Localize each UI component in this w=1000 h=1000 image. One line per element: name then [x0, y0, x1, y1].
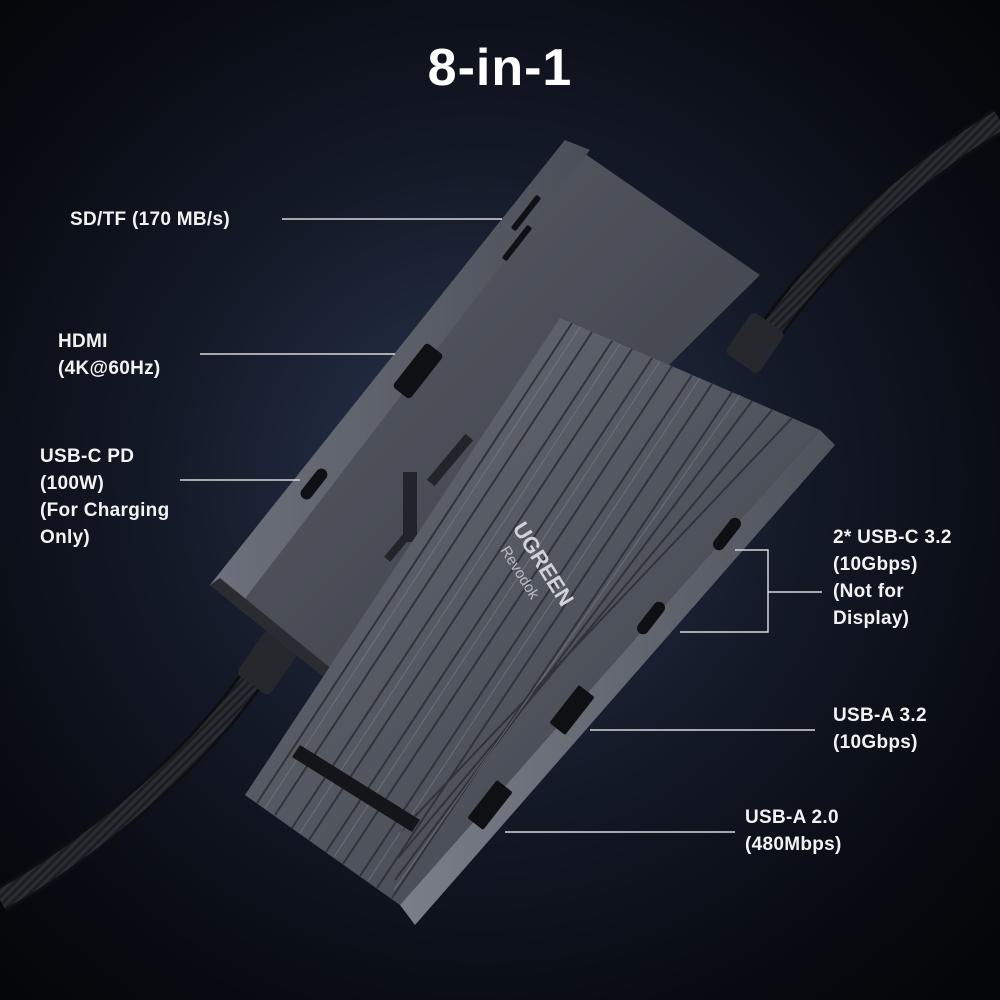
sd-slot [511, 195, 541, 231]
page-title: 8-in-1 [427, 39, 573, 97]
label-sd-tf: SD/TF (170 MB/s) [70, 206, 230, 233]
label-usb-c-32-line-4: Display) [833, 608, 910, 629]
callout-bracket-usb-c-32 [680, 549, 769, 633]
usb-c-pd-port [300, 468, 328, 500]
usb-c-32-port-2 [636, 601, 666, 635]
label-usb-c-pd-line-1: USB-C PD [40, 446, 135, 467]
cable-lower [0, 630, 298, 912]
cable-slot [292, 745, 420, 832]
callout-lines [180, 218, 822, 833]
usb-a-20-port [468, 780, 512, 830]
hub-back [210, 140, 760, 690]
label-usb-a-20-line-1: USB-A 2.0 [745, 807, 839, 828]
label-hdmi-line-2: (4K@60Hz) [58, 358, 161, 379]
label-usb-a-32-line-1: USB-A 3.2 [833, 705, 927, 726]
tf-slot [502, 225, 532, 261]
label-usb-c-pd-line-2: (100W) [40, 473, 105, 494]
label-usb-c-32-line-1: 2* USB-C 3.2 [833, 527, 952, 548]
label-usb-a-32-line-2: (10Gbps) [833, 732, 918, 753]
label-usb-c-32-line-3: (Not for [833, 581, 904, 602]
hub-front [245, 318, 835, 925]
label-usb-c-pd-line-4: Only) [40, 527, 91, 548]
label-usb-c-32: 2* USB-C 3.2 (10Gbps) (Not for Display) [833, 524, 952, 632]
usb-a-32-port [550, 685, 594, 735]
label-hdmi-line-1: HDMI [58, 331, 108, 352]
label-usb-c-pd: USB-C PD (100W) (For Charging Only) [40, 443, 170, 551]
hdmi-port [393, 343, 443, 399]
label-usb-a-20-line-2: (480Mbps) [745, 834, 842, 855]
label-usb-a-20: USB-A 2.0 (480Mbps) [745, 804, 842, 858]
label-sd-tf-line: SD/TF (170 MB/s) [70, 209, 230, 230]
heatsink-ridges [256, 322, 793, 899]
label-usb-a-32: USB-A 3.2 (10Gbps) [833, 702, 927, 756]
label-usb-c-pd-line-3: (For Charging [40, 500, 170, 521]
label-usb-c-32-line-2: (10Gbps) [833, 554, 918, 575]
label-hdmi: HDMI (4K@60Hz) [58, 328, 161, 382]
cable-upper [726, 108, 1000, 373]
usb-c-32-port-1 [712, 517, 742, 551]
